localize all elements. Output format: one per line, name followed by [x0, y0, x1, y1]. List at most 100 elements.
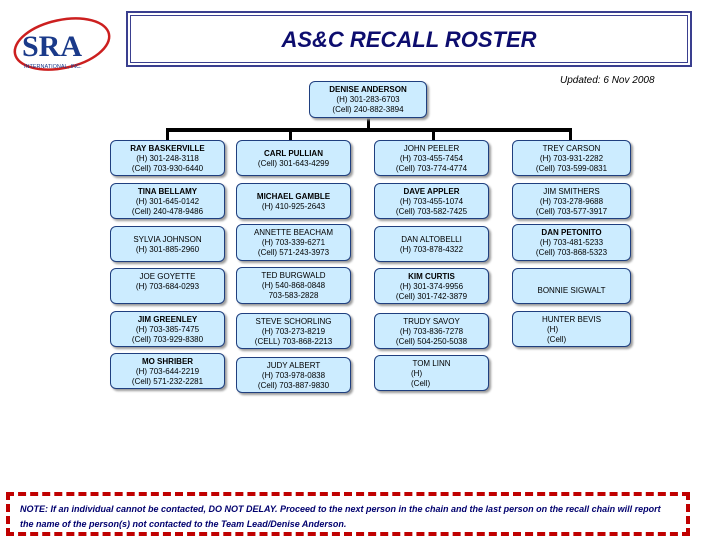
person-phone: (H) 703-481-5233: [539, 238, 604, 247]
person-phone: (H) 703-278-9688: [539, 197, 604, 206]
person-phone: (Cell) 571-243-3973: [257, 248, 330, 257]
person-name: TRUDY SAVOY: [403, 317, 460, 326]
person-box: JIM SMITHERS (H) 703-278-9688 (Cell) 703…: [512, 183, 631, 219]
person-phone: (H): [547, 325, 559, 334]
person-name: SYLVIA JOHNSON: [133, 235, 202, 244]
person-name: DAVE APPLER: [403, 187, 460, 196]
connector-col4: [569, 128, 572, 140]
person-phone: (H): [411, 369, 423, 378]
person-name: JIM SMITHERS: [543, 187, 600, 196]
person-box: KIM CURTIS (H) 301-374-9956 (Cell) 301-7…: [374, 268, 489, 304]
person-box: JUDY ALBERT (H) 703-978-0838 (Cell) 703-…: [236, 357, 351, 393]
connector-horizontal: [166, 128, 572, 132]
person-phone: (Cell) 703-929-8380: [131, 335, 204, 344]
person-box: TREY CARSON (H) 703-931-2282 (Cell) 703-…: [512, 140, 631, 176]
person-box: ANNETTE BEACHAM (H) 703-339-6271 (Cell) …: [236, 224, 351, 261]
connector-col3: [432, 128, 435, 140]
person-name: CARL PULLIAN: [264, 149, 323, 158]
person-phone: (Cell) 703-582-7425: [395, 207, 468, 216]
person-name: TOM LINN: [412, 359, 451, 368]
person-phone: (CELL) 703-868-2213: [254, 337, 333, 346]
title-box: AS&C RECALL ROSTER: [126, 11, 692, 67]
person-phone: (H) 301-645-0142: [135, 197, 200, 206]
person-phone: (H) 703-684-0293: [135, 282, 200, 291]
person-phone: (Cell) 240-478-9486: [131, 207, 204, 216]
person-box: TED BURGWALD (H) 540-868-0848 703-583-28…: [236, 267, 351, 304]
connector-col1: [166, 128, 169, 140]
person-box: CARL PULLIAN (Cell) 301-643-4299: [236, 140, 351, 176]
person-box: RAY BASKERVILLE (H) 301-248-3118 (Cell) …: [110, 140, 225, 176]
person-name: BONNIE SIGWALT: [537, 286, 606, 295]
person-box: JOHN PEELER (H) 703-455-7454 (Cell) 703-…: [374, 140, 489, 176]
updated-date: Updated: 6 Nov 2008: [560, 75, 655, 86]
person-box: JOE GOYETTE (H) 703-684-0293: [110, 268, 225, 304]
person-phone: (Cell) 703-868-5323: [535, 248, 608, 257]
person-phone: (H) 703-644-2219: [135, 367, 200, 376]
root-box: DENISE ANDERSON (H) 301-283-6703 (Cell) …: [309, 81, 427, 118]
page-title: AS&C RECALL ROSTER: [281, 27, 537, 52]
person-phone: (H) 703-273-8219: [261, 327, 326, 336]
person-name: JOHN PEELER: [403, 144, 460, 153]
person-phone: (Cell) 240-882-3894: [332, 105, 404, 114]
person-phone: (Cell): [411, 379, 431, 388]
person-box: HUNTER BEVIS (H) (Cell): [512, 311, 631, 347]
person-phone: (H) 703-385-7475: [135, 325, 200, 334]
person-box: TRUDY SAVOY (H) 703-836-7278 (Cell) 504-…: [374, 313, 489, 349]
person-phone: (Cell) 703-774-4774: [395, 164, 468, 173]
person-name: TINA BELLAMY: [137, 187, 198, 196]
person-phone: (Cell): [547, 335, 567, 344]
note-text: NOTE: If an individual cannot be contact…: [20, 504, 661, 529]
person-phone: (H) 703-978-0838: [261, 371, 326, 380]
person-name: DAN ALTOBELLI: [401, 235, 462, 244]
connector-col2: [289, 128, 292, 140]
person-phone: (Cell) 504-250-5038: [395, 337, 468, 346]
person-phone: (Cell) 703-577-3917: [535, 207, 608, 216]
person-phone: (H) 703-339-6271: [261, 238, 326, 247]
person-name: HUNTER BEVIS: [541, 315, 602, 324]
person-phone: (Cell) 703-930-6440: [131, 164, 204, 173]
note-box: NOTE: If an individual cannot be contact…: [6, 492, 690, 536]
person-phone: (Cell) 703-887-9830: [257, 381, 330, 390]
person-phone: (H) 301-885-2960: [135, 245, 200, 254]
person-box: MO SHRIBER (H) 703-644-2219 (Cell) 571-2…: [110, 353, 225, 389]
person-box: SYLVIA JOHNSON (H) 301-885-2960: [110, 226, 225, 262]
person-phone: (H) 410-925-2643: [261, 202, 326, 211]
svg-text:INTERNATIONAL, INC.: INTERNATIONAL, INC.: [24, 64, 82, 70]
connector-root-down: [367, 118, 370, 130]
person-name: TED BURGWALD: [261, 271, 326, 280]
person-name: ANNETTE BEACHAM: [253, 228, 334, 237]
person-name: JIM GREENLEY: [137, 315, 198, 324]
person-box: DAVE APPLER (H) 703-455-1074 (Cell) 703-…: [374, 183, 489, 219]
person-box: JIM GREENLEY (H) 703-385-7475 (Cell) 703…: [110, 311, 225, 347]
person-phone: (H) 301-248-3118: [136, 154, 199, 163]
person-box: BONNIE SIGWALT: [512, 268, 631, 304]
person-name: STEVE SCHORLING: [255, 317, 332, 326]
person-name: TREY CARSON: [542, 144, 601, 153]
person-phone: 703-583-2828: [268, 291, 319, 300]
person-box: DAN ALTOBELLI (H) 703-878-4322: [374, 226, 489, 262]
sra-logo: SRA INTERNATIONAL, INC.: [13, 17, 111, 71]
person-phone: (H) 703-455-1074: [399, 197, 464, 206]
person-phone: (H) 540-868-0848: [261, 281, 326, 290]
svg-text:SRA: SRA: [22, 30, 82, 63]
person-box: MICHAEL GAMBLE (H) 410-925-2643: [236, 183, 351, 219]
person-name: RAY BASKERVILLE: [130, 144, 205, 153]
person-phone: (H) 301-283-6703: [336, 95, 400, 104]
person-box: STEVE SCHORLING (H) 703-273-8219 (CELL) …: [236, 313, 351, 349]
person-box: TINA BELLAMY (H) 301-645-0142 (Cell) 240…: [110, 183, 225, 219]
person-phone: (Cell) 301-742-3879: [395, 292, 468, 301]
person-phone: (H) 301-374-9956: [399, 282, 464, 291]
person-phone: (H) 703-836-7278: [399, 327, 464, 336]
person-name: JOE GOYETTE: [139, 272, 196, 281]
person-box: DAN PETONITO (H) 703-481-5233 (Cell) 703…: [512, 224, 631, 261]
person-phone: (Cell) 703-599-0831: [535, 164, 608, 173]
person-name: JUDY ALBERT: [266, 361, 321, 370]
person-box: TOM LINN (H) (Cell): [374, 355, 489, 391]
person-name: DAN PETONITO: [541, 228, 602, 237]
person-name: MICHAEL GAMBLE: [256, 192, 331, 201]
person-phone: (H) 703-878-4322: [399, 245, 464, 254]
person-name: MO SHRIBER: [141, 357, 194, 366]
person-name: KIM CURTIS: [408, 272, 455, 281]
person-phone: (H) 703-455-7454: [399, 154, 464, 163]
person-name: DENISE ANDERSON: [329, 85, 407, 94]
